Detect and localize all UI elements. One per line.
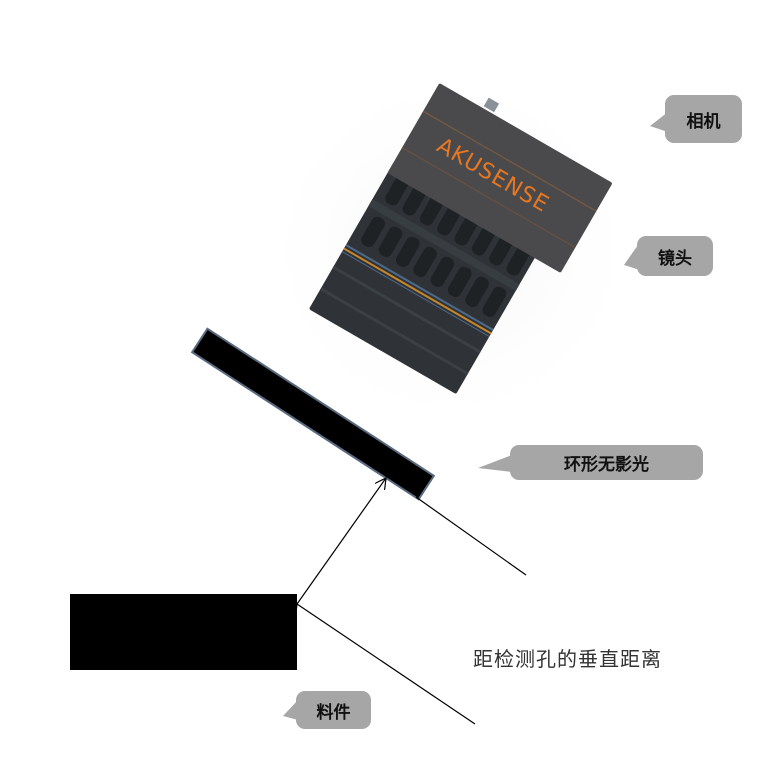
ring-light [190,327,436,501]
workpiece-callout: 料件 [296,691,371,729]
workpiece [70,594,297,670]
lens-stripe [343,247,492,335]
camera-callout-tail [650,112,668,132]
camera: AKUSENSE [388,83,612,273]
distance-label: 距检测孔的垂直距离 [473,647,662,671]
lens-callout: 镜头 [637,236,713,276]
light-extension-line [415,496,527,576]
lens-callout-tail [624,242,640,270]
camera-callout: 相机 [665,95,742,143]
workpiece-callout-tail [283,700,298,720]
lens-grip-bottom [361,216,507,318]
ring-light-callout: 环形无影光 [510,445,703,480]
workpiece-extension-line [296,603,476,725]
distance-arrow [297,478,386,604]
lens-grip-top [385,175,531,276]
camera-connector [483,97,500,113]
light-callout-tail [478,455,512,472]
